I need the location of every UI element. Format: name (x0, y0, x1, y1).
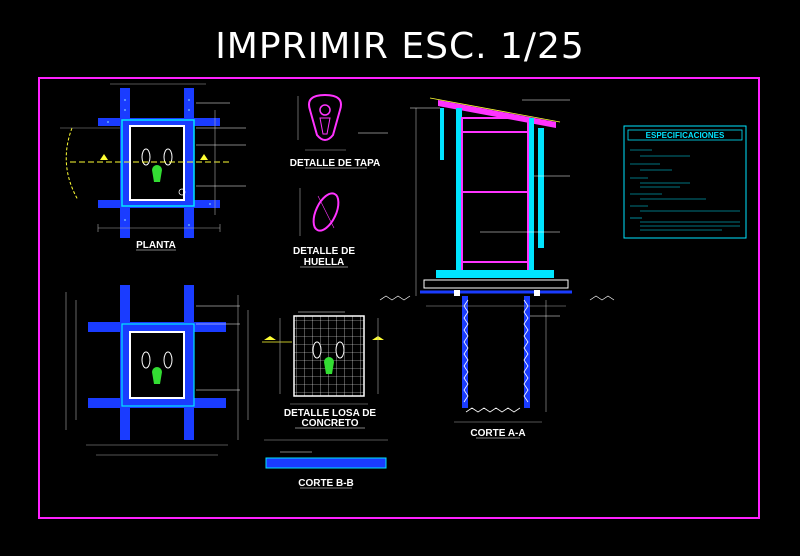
sheet-frame (38, 77, 760, 519)
corte-aa-label: CORTE A-A (470, 428, 525, 439)
especificaciones-title: ESPECIFICACIONES (646, 131, 725, 140)
planta-label: PLANTA (136, 240, 176, 251)
detalle-huella-label-2: HUELLA (304, 257, 345, 268)
detalle-tapa-label: DETALLE DE TAPA (290, 158, 381, 169)
drawing-title: IMPRIMIR ESC. 1/25 (215, 26, 585, 67)
detalle-huella: DETALLE DE HUELLA (293, 188, 355, 268)
corte-aa: CORTE A-A (379, 97, 615, 439)
detalle-tapa: DETALLE DE TAPA (290, 93, 388, 169)
detalle-losa: DETALLE LOSA DE CONCRETO (262, 311, 384, 429)
corte-bb: CORTE B-B (264, 439, 388, 489)
corte-plan-view (65, 285, 249, 456)
detalle-losa-label-1: DETALLE LOSA DE (284, 408, 377, 419)
detalle-losa-label-2: CONCRETO (301, 418, 358, 429)
planta-view: PLANTA (60, 83, 246, 251)
especificaciones-box: ESPECIFICACIONES (623, 125, 747, 239)
detalle-huella-label-1: DETALLE DE (293, 246, 355, 257)
corte-bb-label: CORTE B-B (298, 478, 354, 489)
